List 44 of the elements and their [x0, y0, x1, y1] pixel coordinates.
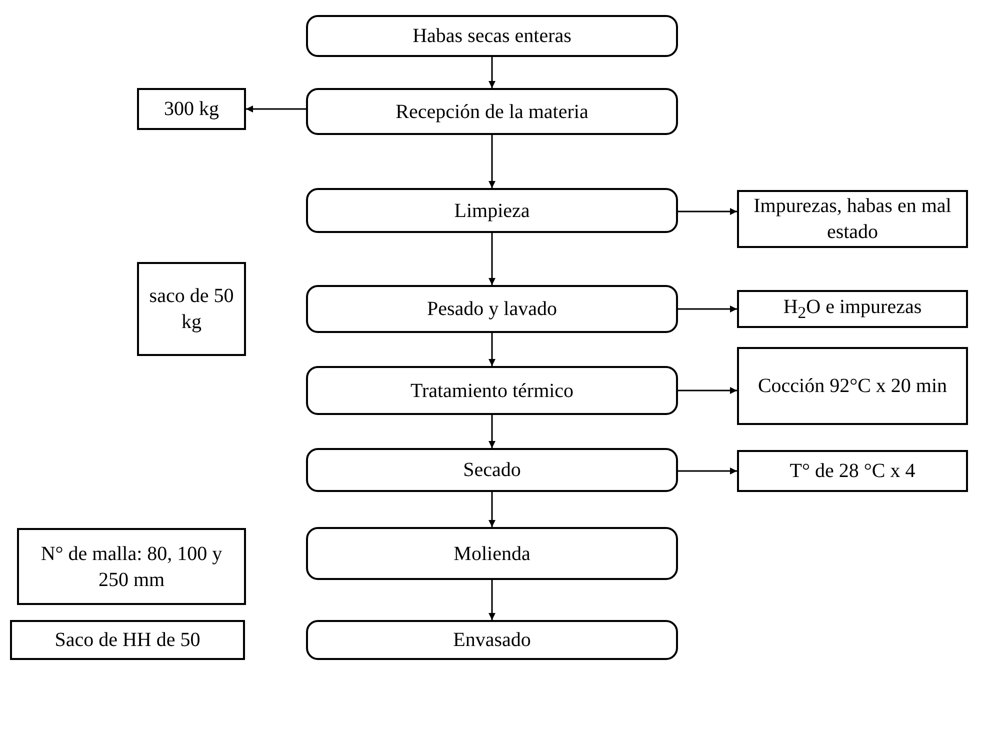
- box-text: Habas secas enteras: [412, 24, 572, 49]
- box-text: Cocción 92°C x 20 min: [758, 374, 948, 399]
- arrow: [488, 333, 496, 366]
- arrow: [246, 106, 306, 112]
- box-text: Recepción de la materia: [396, 100, 588, 124]
- arrow: [678, 468, 737, 474]
- arrow: [678, 208, 737, 215]
- arrow: [678, 306, 737, 312]
- process-box: [306, 285, 678, 333]
- note-box: [737, 450, 968, 492]
- arrow: [488, 57, 496, 88]
- note-box: [17, 528, 246, 605]
- box-text: Pesado y lavado: [427, 297, 557, 322]
- box-text: N° de malla: 80, 100 y 250 mm: [40, 542, 224, 592]
- note-box: [137, 262, 246, 356]
- arrow: [678, 387, 737, 394]
- arrow: [488, 492, 496, 527]
- arrow: [488, 580, 496, 620]
- note-box: [137, 88, 246, 130]
- box-text: H$_{2}$O e impurezas: [783, 295, 922, 324]
- box-text: Limpieza: [454, 198, 530, 224]
- box-text: Saco de HH de 50: [54, 628, 200, 653]
- box-text: saco de 50 kg: [148, 284, 235, 335]
- process-box: [306, 366, 678, 415]
- box-text: 300 kg: [164, 97, 219, 122]
- box-text: Secado: [463, 458, 521, 483]
- note-box: [737, 290, 968, 328]
- box-text: Molienda: [454, 542, 530, 566]
- process-box: [306, 620, 678, 660]
- box-text: Envasado: [453, 628, 531, 653]
- box-text: Tratamiento térmico: [410, 378, 574, 404]
- arrow: [488, 233, 496, 285]
- box-text: T° de 28 °C x 4: [790, 459, 916, 484]
- note-box: [737, 190, 968, 248]
- arrow: [488, 135, 496, 188]
- process-box: [306, 88, 678, 135]
- process-box: [306, 527, 678, 580]
- note-box: [737, 347, 968, 425]
- process-box: [306, 188, 678, 233]
- process-box: [306, 15, 678, 57]
- process-box: [306, 448, 678, 492]
- box-text: Impurezas, habas en mal estado: [752, 194, 952, 245]
- note-box: [10, 620, 245, 660]
- arrow: [488, 415, 496, 448]
